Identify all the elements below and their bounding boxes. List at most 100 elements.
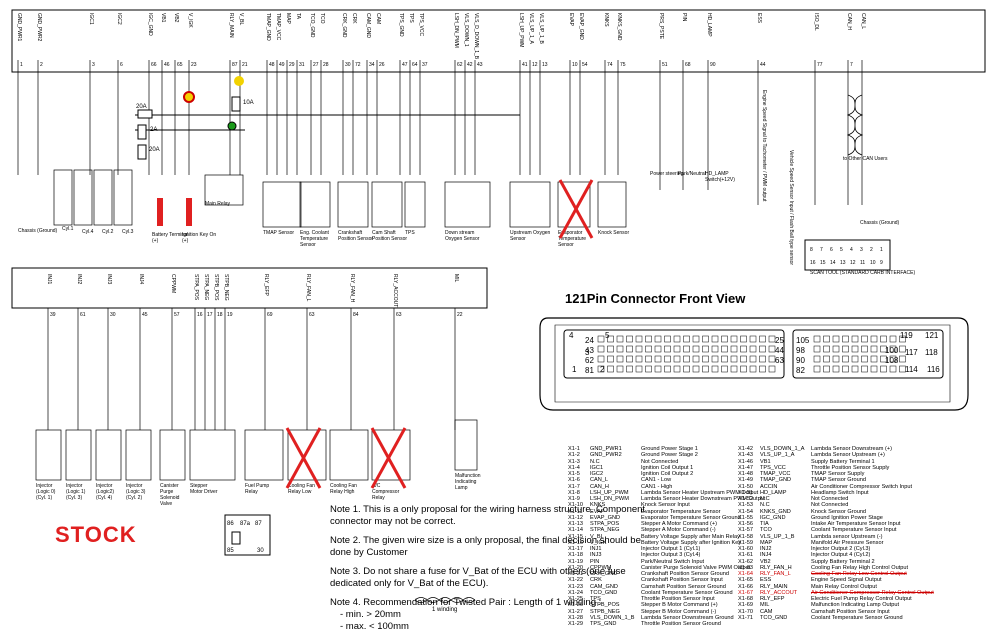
- pin-socket: [597, 345, 605, 353]
- relay-symbol: [224, 514, 271, 556]
- component-box: [189, 429, 236, 481]
- splice-point-icon: [227, 121, 237, 131]
- pin-table-cell: X1-52: [738, 496, 753, 502]
- component-label: Knock Sensor: [598, 230, 629, 236]
- pin-socket: [711, 355, 719, 363]
- bottom-signal-label: RLY_EFP: [263, 274, 269, 297]
- pin-socket: [645, 365, 652, 373]
- component-label: Temperature: [558, 236, 586, 242]
- pin-number: 63: [396, 312, 402, 318]
- pin-table-cell: X1-64: [738, 571, 753, 577]
- pin-table-cell: X1-58: [738, 533, 753, 540]
- pin-table-cell: KNKS: [590, 502, 606, 509]
- connector-pin-label: 100: [885, 346, 899, 355]
- scan-tool-connector: [804, 239, 891, 271]
- component-label: Cam Shaft: [372, 230, 396, 236]
- connector-pin-label: 62: [585, 356, 594, 365]
- component-label: Sensor: [558, 242, 574, 248]
- top-signal-label: IGC_GND: [147, 13, 153, 36]
- component-label: Lamp: [455, 485, 468, 491]
- pin-socket: [607, 365, 614, 373]
- pin-table-cell: Air Conditioner Compressor Relay Control…: [811, 589, 934, 596]
- pin-socket: [813, 335, 821, 343]
- component-box: [244, 429, 284, 481]
- component-label: Injector: [96, 483, 113, 489]
- component-label: Engine Speed Signal to Tachometer / PWM …: [761, 90, 767, 202]
- component-box: [454, 419, 478, 471]
- component-label: Crankshaft: [338, 230, 363, 236]
- pin-number: 2: [40, 62, 43, 68]
- connector-pin-label: 2: [600, 365, 605, 374]
- connector-pin-label: 98: [796, 346, 805, 355]
- pin-table-cell: RLY_EFP: [760, 596, 785, 602]
- pin-table-cell: INJ3: [590, 552, 602, 559]
- pin-table-cell: GND_PWR2: [590, 452, 622, 459]
- twist-label: 1 winding: [432, 607, 457, 613]
- bottom-signal-label: STPA_NEG: [203, 274, 209, 300]
- pin-table-cell: IGC2: [590, 471, 604, 477]
- fuse-20a: [137, 109, 153, 119]
- component-label: Cyl.3: [122, 229, 134, 235]
- relay-pin: 30: [257, 548, 264, 554]
- relay-pin: 87: [255, 521, 262, 527]
- pin-table-cell: IGC1: [590, 464, 604, 471]
- pin-number: 1: [20, 62, 23, 68]
- pin-socket: [870, 365, 878, 373]
- component-label: Position Sensor: [372, 236, 407, 242]
- top-signal-label: CAM_GND: [365, 13, 371, 38]
- pin-table-cell: Camshaft Position Sensor Input: [811, 608, 890, 615]
- pin-number: 41: [522, 62, 528, 68]
- pin-socket: [851, 345, 859, 353]
- ignition-coil: [93, 169, 113, 226]
- pin-socket: [692, 335, 700, 343]
- pin-table-cell: LSH_DN_PWM: [590, 496, 629, 502]
- pin-table-cell: RLY_ACCOUT: [760, 589, 798, 596]
- pin-table-cell: CAN_H: [590, 483, 609, 490]
- pin-table-cell: INJ2: [760, 546, 772, 552]
- scan-pin: 10: [870, 260, 876, 266]
- pin-table-cell: STPA_NEG: [590, 527, 620, 534]
- component-label: (Logic 3): [126, 489, 146, 495]
- pin-socket: [889, 335, 897, 343]
- pin-socket: [645, 335, 652, 343]
- pin-table-cell: X1-62: [738, 558, 753, 565]
- pin-socket: [880, 355, 887, 363]
- component-box: [159, 429, 186, 481]
- pin-table-cell: Injector Output 1 (Cyl.1): [641, 546, 701, 552]
- ground-point-icon: [183, 91, 195, 103]
- connector-pin-label: 90: [796, 356, 805, 365]
- component-label: Injector: [66, 483, 83, 489]
- scan-pin: 5: [840, 247, 843, 253]
- connector-pin-label: 121: [925, 331, 939, 340]
- bottom-signal-label: RLY_FAN_L: [305, 274, 311, 302]
- pin-table-cell: X1-6: [568, 477, 580, 484]
- pin-socket: [702, 355, 709, 363]
- pin-number: 18: [217, 312, 223, 318]
- component-label: Main Relay: [205, 201, 231, 207]
- sensor-box: [557, 181, 591, 228]
- pin-number: 34: [369, 62, 375, 68]
- connector-pin-label: 118: [925, 348, 938, 357]
- pin-table-cell: X1-4: [568, 464, 580, 471]
- pin-socket: [759, 365, 766, 373]
- pin-table-cell: Ground Ignition Power Stage: [811, 514, 883, 521]
- pin-socket: [870, 335, 878, 343]
- pin-table-cell: CAM_GND: [590, 583, 618, 590]
- pin-table-cell: X1-22: [568, 577, 583, 584]
- top-signal-label: CAN_H: [846, 13, 852, 30]
- pin-socket: [635, 365, 643, 373]
- scan-pin: 2: [870, 247, 873, 253]
- sensor-box: [509, 181, 551, 228]
- pin-table-cell: RLY_FAN_H: [760, 564, 792, 571]
- pin-table-cell: X1-18: [568, 552, 583, 559]
- component-label: Oxygen Sensor: [445, 236, 480, 242]
